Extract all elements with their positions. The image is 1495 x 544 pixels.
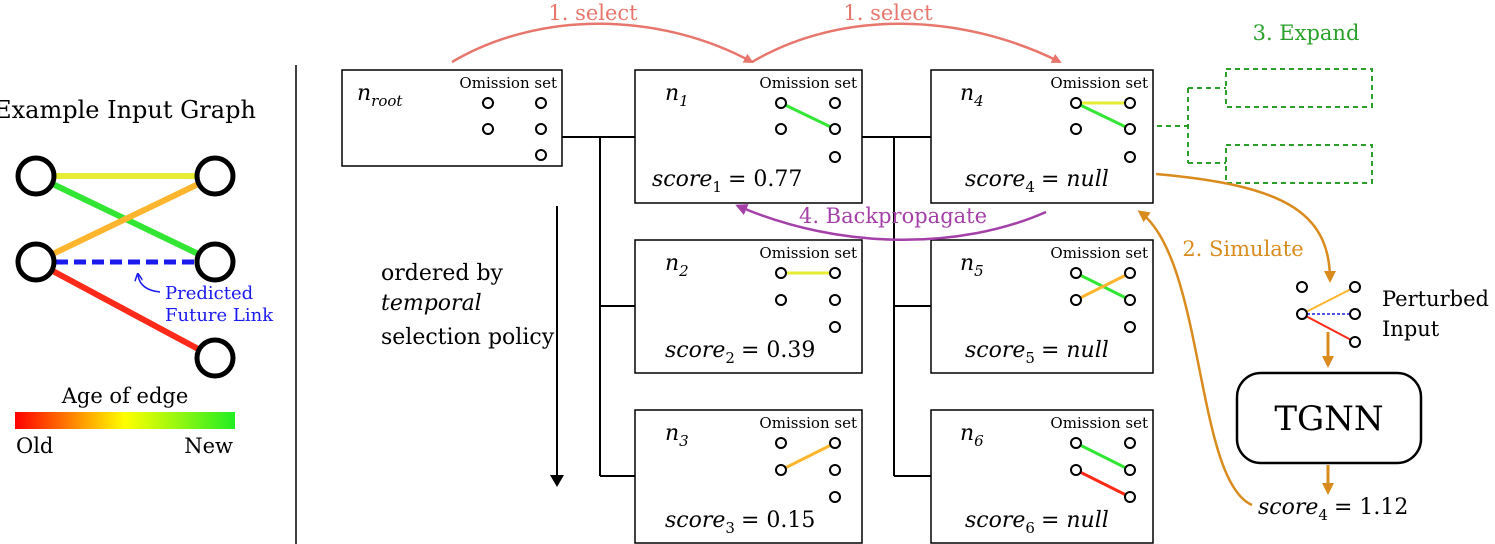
omission-set-label: Omission set: [1050, 414, 1148, 432]
expand-label: 3. Expand: [1253, 21, 1360, 45]
score-feedback-arrow: [1137, 210, 1253, 507]
graph-edge-red: [34, 259, 217, 361]
omission-set-label: Omission set: [759, 74, 857, 92]
example-input-graph-panel: Example Input Graph Predicted Future Lin…: [0, 96, 274, 458]
select-label-1: 1. select: [548, 1, 638, 25]
omission-set-label: Omission set: [1050, 244, 1148, 262]
node-label: n5: [960, 251, 984, 280]
tgnn-label: TGNN: [1274, 399, 1383, 439]
node-score: score1= 0.77: [652, 167, 802, 196]
predicted-label-line2: Future Link: [165, 305, 274, 326]
node-n2: n2 Omission set score2= 0.39: [634, 239, 863, 374]
predicted-label-line1: Predicted: [165, 283, 253, 304]
perturbed-input-graph: [1296, 281, 1361, 348]
omitted-edge: [780, 441, 836, 472]
node-n5: n5 Omission set score5= null: [930, 239, 1154, 374]
omitted-edge: [1075, 468, 1131, 499]
legend-new: New: [184, 434, 233, 458]
result-score: score4= 1.12: [1258, 495, 1408, 524]
node-score: score2= 0.39: [665, 338, 815, 367]
node-score: score3= 0.15: [665, 508, 815, 537]
graph-node: [194, 155, 236, 197]
age-gradient-bar: [15, 412, 235, 429]
node-label: n6: [960, 421, 984, 450]
perturbed-label-line2: Input: [1382, 317, 1440, 341]
node-label: n4: [960, 81, 984, 110]
simulate-label: 2. Simulate: [1182, 237, 1303, 261]
tree-connectors: [562, 136, 931, 477]
order-text-line2: temporal: [381, 291, 482, 316]
node-label: n3: [665, 421, 689, 450]
node-n1: n1 Omission set score1= 0.77: [634, 69, 863, 204]
node-root: nroot Omission set: [341, 69, 563, 167]
node-label: n1: [665, 81, 689, 110]
omitted-edge: [780, 101, 836, 131]
predicted-link-pointer: [138, 275, 161, 293]
graph-node: [194, 241, 236, 283]
order-text-line3: selection policy: [381, 325, 555, 350]
node-score: score4= null: [965, 167, 1109, 196]
node-label: nroot: [357, 81, 403, 110]
graph-node: [15, 155, 57, 197]
order-text-line1: ordered by: [381, 261, 504, 286]
tgnn-box: [1235, 371, 1423, 465]
select-label-2: 1. select: [843, 1, 933, 25]
omitted-edge: [1075, 271, 1131, 302]
graph-edge-orange: [34, 173, 217, 265]
graph-node: [194, 337, 236, 379]
select-arrow-2: [751, 22, 1062, 64]
node-score: score6= null: [965, 508, 1109, 537]
select-arrow-1: [451, 22, 754, 64]
node-n6: n6 Omission set score6= null: [930, 409, 1154, 544]
legend-title: Age of edge: [61, 384, 189, 408]
panel-title: Example Input Graph: [0, 96, 256, 124]
node-n4: n4 Omission set score4= null: [930, 69, 1154, 204]
omission-set-label: Omission set: [759, 244, 857, 262]
omission-set-label: Omission set: [459, 74, 557, 92]
backprop-arrow: [735, 204, 1047, 242]
perturbed-label-line1: Perturbed: [1382, 287, 1489, 311]
omission-set-label: Omission set: [1050, 74, 1148, 92]
node-score: score5= null: [965, 338, 1109, 367]
backprop-label: 4. Backpropagate: [799, 204, 987, 228]
legend-old: Old: [16, 434, 53, 458]
graph-node: [15, 241, 57, 283]
expand-placeholder-tree: [1157, 68, 1373, 184]
omitted-edge: [1075, 101, 1131, 131]
node-n3: n3 Omission set score3= 0.15: [634, 409, 863, 544]
simulate-arrow: [1155, 172, 1336, 283]
omission-set-label: Omission set: [759, 414, 857, 432]
omitted-edge: [1075, 441, 1131, 472]
node-label: n2: [665, 251, 689, 280]
